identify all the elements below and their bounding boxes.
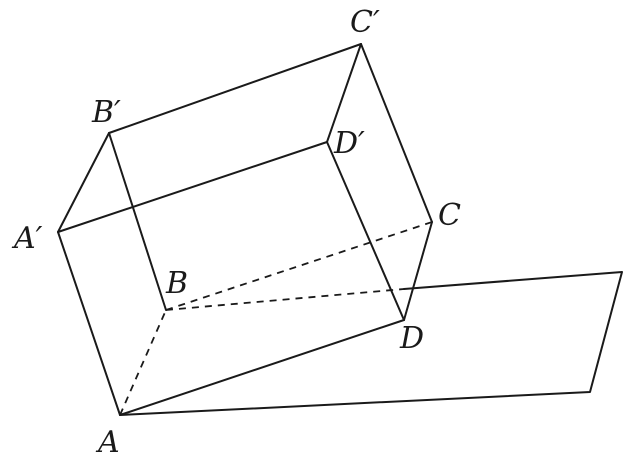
edge-b-b-prime: [108, 132, 167, 311]
label-b-prime: B′: [91, 95, 121, 130]
edge-d-d-prime: [326, 141, 405, 321]
label-d: D: [399, 321, 424, 356]
edge-d-c: [403, 221, 433, 321]
label-b: B: [165, 266, 188, 301]
edge-c-c-prime: [360, 43, 433, 223]
edge-a-a-prime: [57, 231, 121, 416]
edge-b-prime-c-prime: [108, 43, 362, 134]
plane-edge-a-far: [119, 271, 623, 416]
label-d-prime: D′: [333, 126, 365, 161]
hidden-edge-a-b: [119, 309, 167, 416]
hidden-edge-b-d: [165, 288, 405, 311]
label-a: A: [95, 425, 120, 460]
label-c-prime: C′: [350, 5, 380, 40]
edge-d-prime-a-prime: [57, 141, 328, 233]
edge-a-d: [119, 319, 405, 416]
hidden-edge-b-c: [165, 221, 433, 311]
edge-a-prime-b-prime: [57, 132, 110, 233]
edge-c-prime-d-prime: [326, 43, 362, 143]
label-c: C: [438, 198, 461, 233]
label-a-prime: A′: [11, 221, 43, 256]
